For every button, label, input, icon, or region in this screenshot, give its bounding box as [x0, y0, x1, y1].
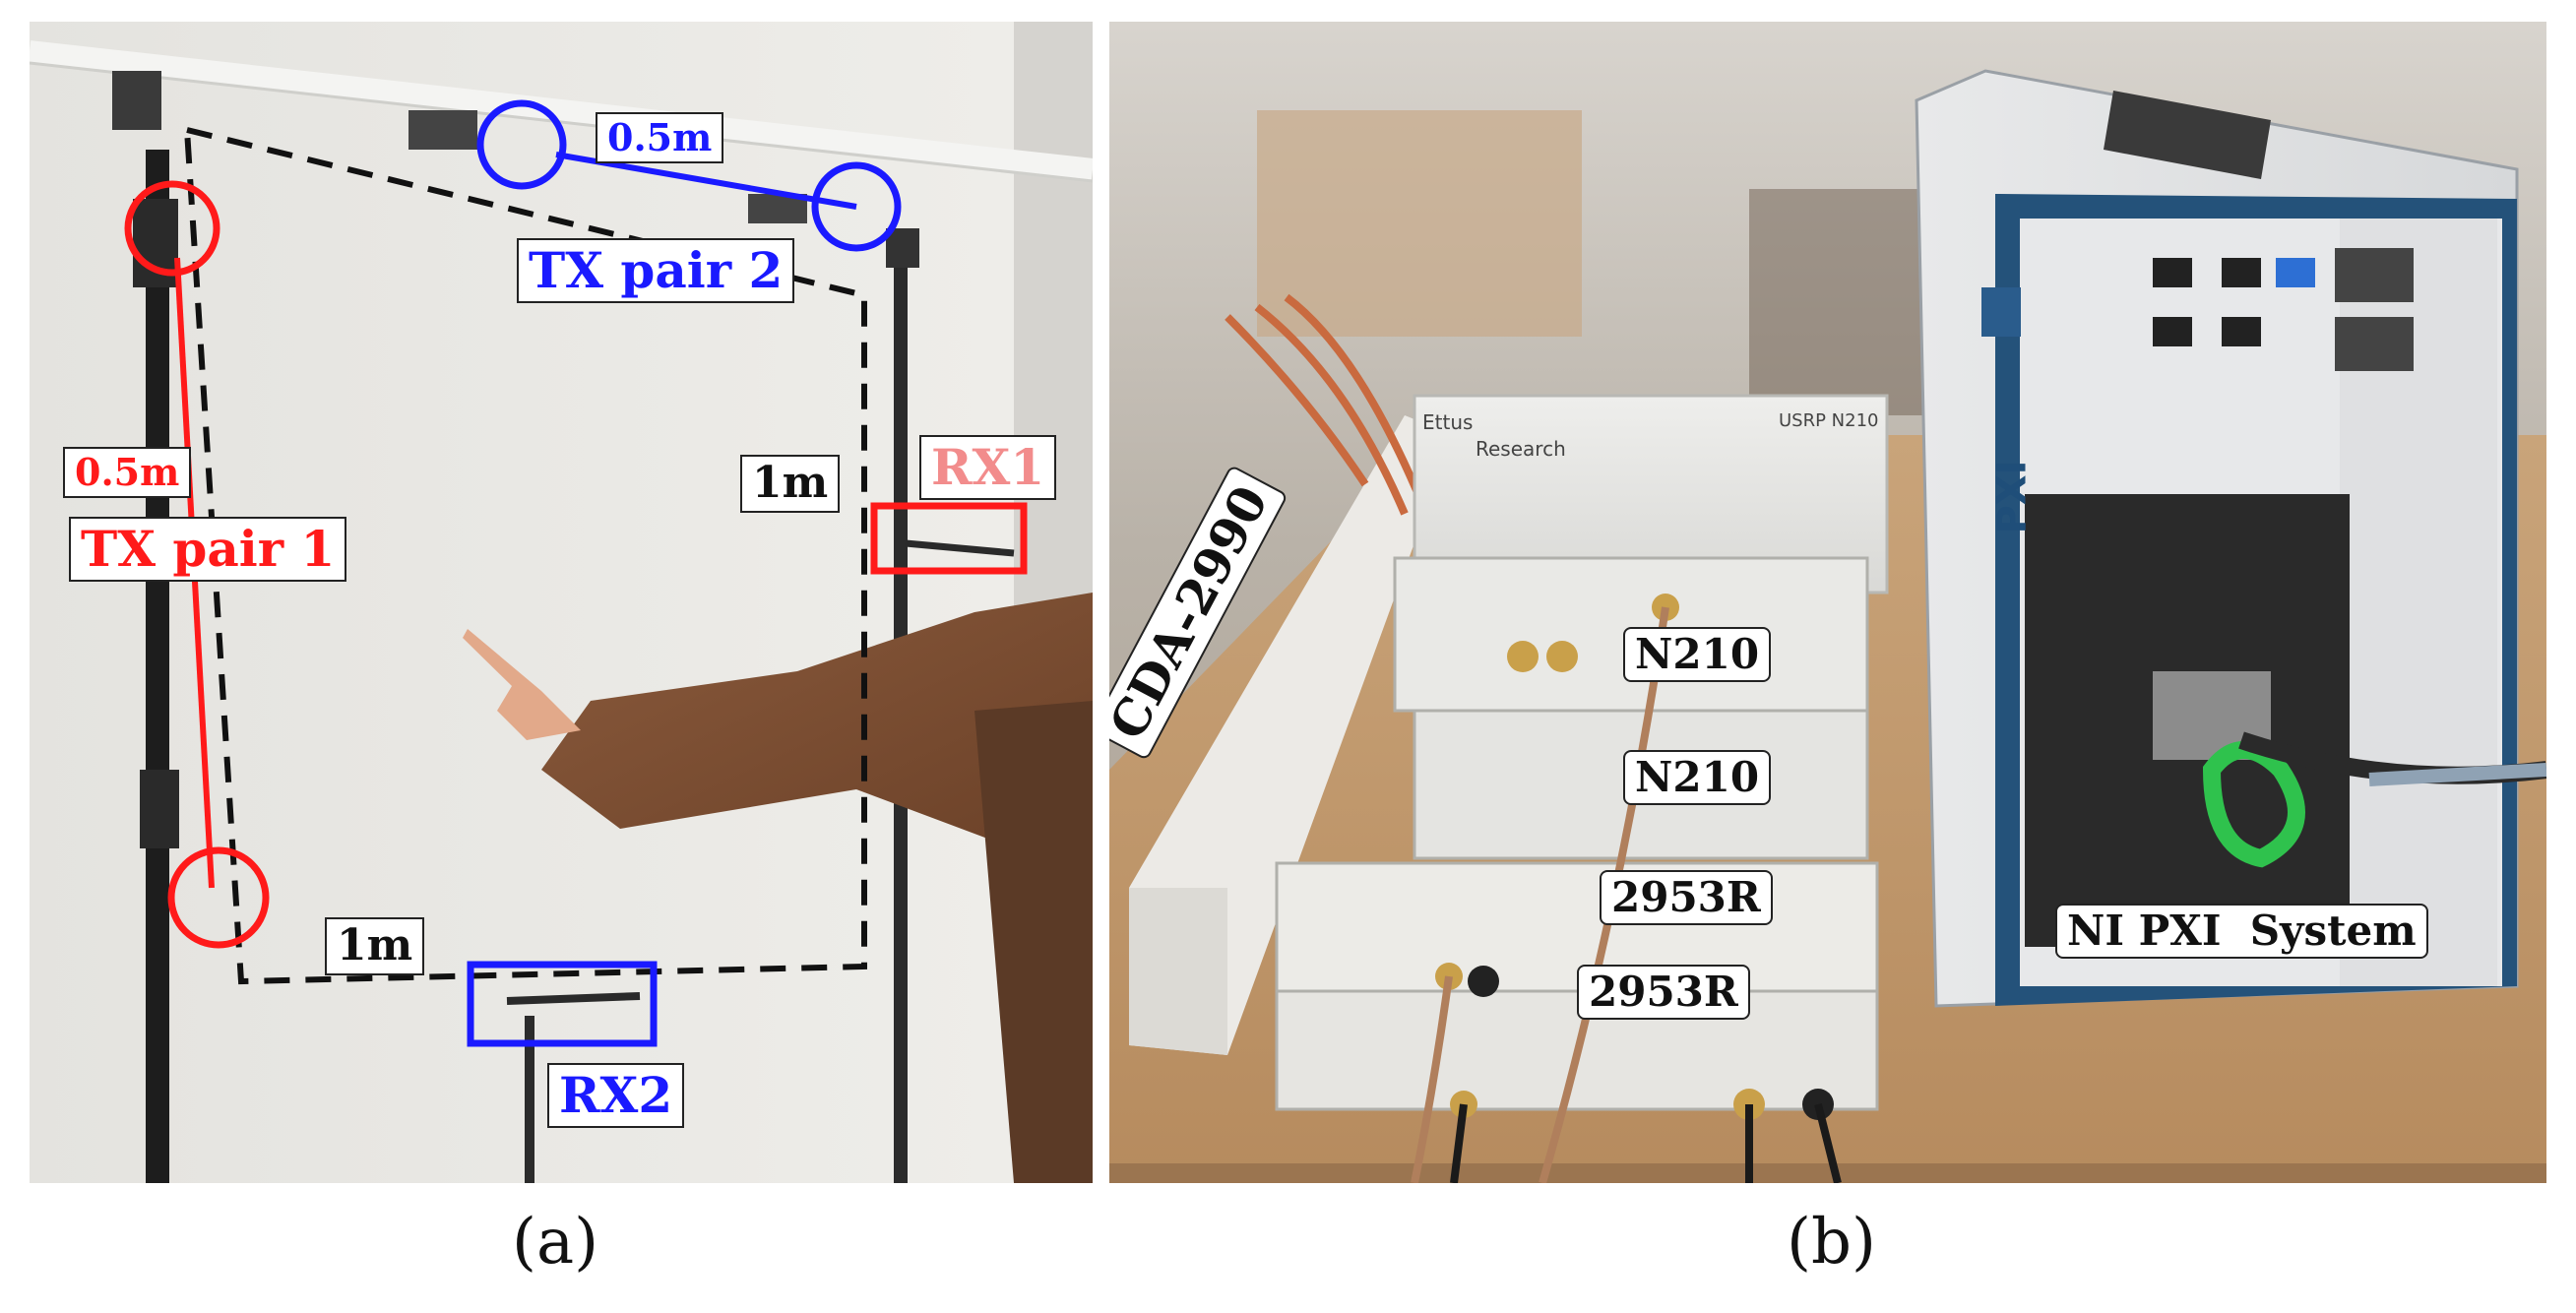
- label-dist-right: 1m: [740, 455, 841, 513]
- label-2953r-top: 2953R: [1600, 870, 1773, 926]
- label-dist-top: 0.5m: [596, 112, 724, 163]
- label-rx1: RX1: [919, 435, 1057, 500]
- label-dist-left: 0.5m: [63, 447, 192, 498]
- label-dist-bottom: 1m: [325, 917, 425, 975]
- label-rx2: RX2: [547, 1063, 685, 1128]
- label-n210-top: N210: [1623, 627, 1772, 683]
- label-tx-pair-2: TX pair 2: [517, 238, 795, 303]
- scene-b-drawing: [1109, 22, 2546, 1183]
- label-2953r-bottom: 2953R: [1577, 965, 1750, 1021]
- label-tx-pair-1: TX pair 1: [69, 517, 347, 582]
- label-ni-pxi-system: NI PXI System: [2055, 904, 2428, 960]
- photo-panel-b: PXI Ettus Research USRP N210 CDA-2990 N2…: [1109, 22, 2546, 1183]
- research-text: Research: [1476, 437, 1566, 461]
- caption-a: (a): [512, 1206, 599, 1279]
- usrp-model-text: USRP N210: [1779, 410, 1879, 431]
- scene-a-drawing: [30, 22, 1093, 1183]
- pxi-logo-text: PXI: [1989, 460, 2036, 534]
- label-n210-bottom: N210: [1623, 750, 1772, 806]
- ettus-text: Ettus: [1422, 410, 1474, 434]
- caption-b: (b): [1787, 1206, 1876, 1279]
- photo-panel-a: 0.5m TX pair 2 0.5m TX pair 1 1m RX1 1m …: [30, 22, 1093, 1183]
